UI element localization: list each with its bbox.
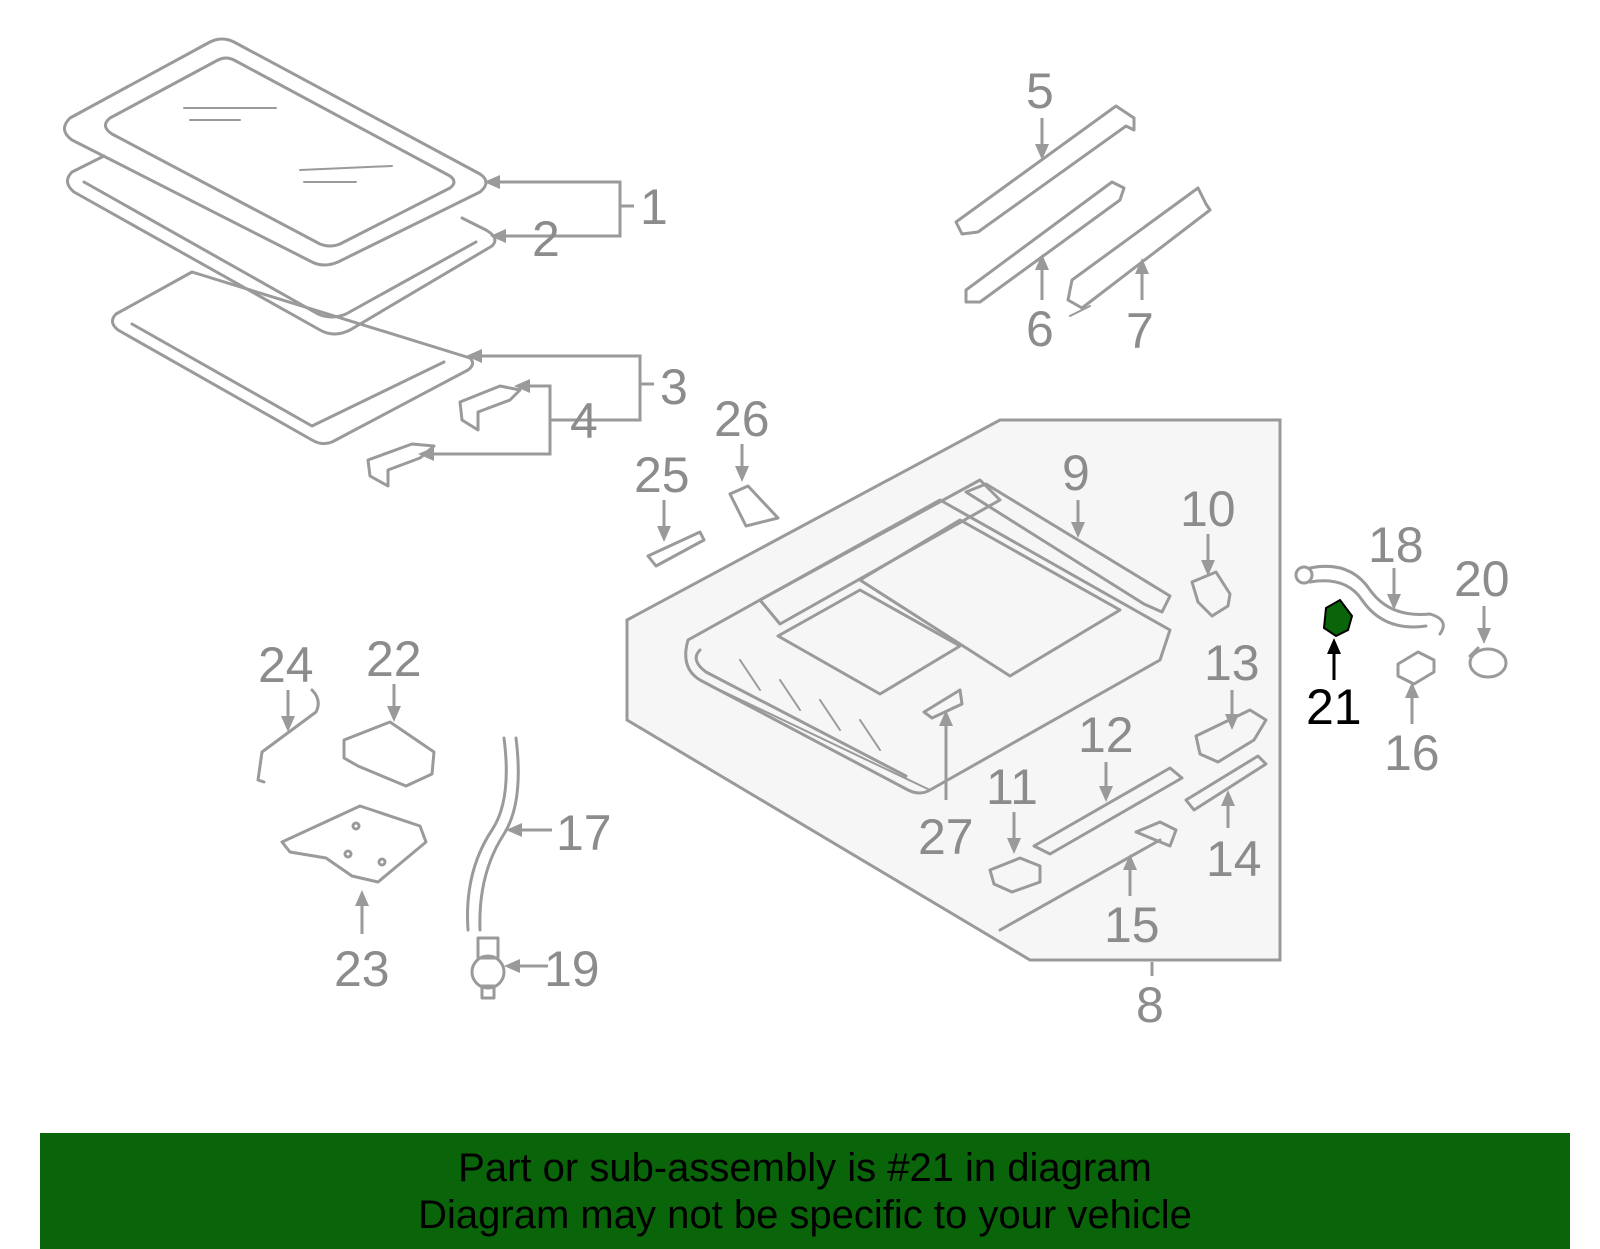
part-3-sunshade [111,270,475,446]
callout-12: 12 [1078,707,1134,763]
part-20-grommet [1468,646,1508,679]
callout-27: 27 [918,809,974,865]
part-4-guide-clips [366,384,522,488]
part-info-banner: Part or sub-assembly is #21 in diagram D… [40,1133,1570,1249]
part-10-bracket [1190,570,1232,618]
callout-11: 11 [986,759,1038,815]
part-16-block [1396,650,1436,686]
callout-2: 2 [532,211,560,267]
part-17-19-drain-hose [466,736,520,1000]
callout-18: 18 [1368,517,1424,573]
part-8-frame-assembly [625,418,1282,962]
banner-line-2: Diagram may not be specific to your vehi… [418,1193,1192,1237]
part-22-23-motor [280,720,436,884]
callout-14: 14 [1206,831,1262,887]
sunroof-parts-diagram: 1 2 3 4 5 6 7 8 9 10 11 12 13 14 15 16 1… [63,37,1510,1033]
banner-line-1: Part or sub-assembly is #21 in diagram [458,1146,1152,1190]
callout-4: 4 [570,393,598,449]
callout-labels: 1 2 3 4 5 6 7 8 9 10 11 12 13 14 15 16 1… [258,63,1510,1033]
callout-19: 19 [544,941,600,997]
callout-25: 25 [634,447,690,503]
callout-24: 24 [258,637,314,693]
leader-lines [281,118,1491,976]
part-24-crank [256,688,320,784]
callout-1: 1 [640,179,668,235]
callout-21-highlighted: 21 [1306,679,1362,735]
callout-20: 20 [1454,551,1510,607]
callout-7: 7 [1126,303,1154,359]
callout-15: 15 [1104,897,1160,953]
callout-5: 5 [1026,63,1054,119]
callout-6: 6 [1026,301,1054,357]
part-5-6-7-rails [954,104,1212,317]
part-11-15-components [988,708,1268,932]
callout-10: 10 [1180,481,1236,537]
callout-22: 22 [366,631,422,687]
part-1-glass-panel [63,37,488,267]
callout-17: 17 [556,805,612,861]
part-9-front-rail [964,482,1172,614]
callout-16: 16 [1384,725,1440,781]
callout-13: 13 [1204,635,1260,691]
callout-8: 8 [1136,977,1164,1033]
callout-3: 3 [660,359,688,415]
part-25-26-27-trims [646,484,964,720]
callout-26: 26 [714,391,770,447]
part-21-clip-highlighted [1322,598,1354,638]
part-18-drain-tube [1294,564,1445,636]
callout-9: 9 [1062,445,1090,501]
callout-23: 23 [334,941,390,997]
